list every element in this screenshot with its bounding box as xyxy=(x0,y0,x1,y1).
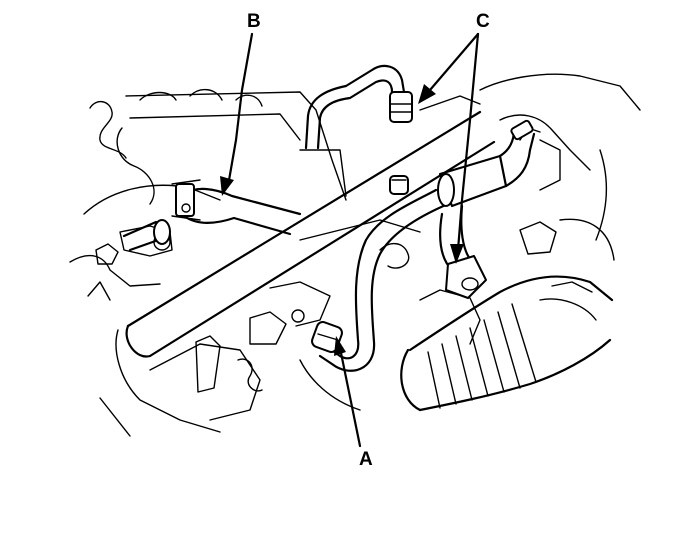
hose-connector xyxy=(437,119,536,208)
hose-c xyxy=(299,64,413,197)
callout-leaders xyxy=(220,32,480,448)
label-a: A xyxy=(359,449,373,470)
main-pipe xyxy=(125,110,496,358)
lower-fitting xyxy=(439,204,487,299)
arrow-c-bottom xyxy=(450,244,464,264)
arrow-a xyxy=(334,336,346,356)
intake-duct xyxy=(400,275,614,412)
label-b: B xyxy=(247,11,261,32)
small-fitting xyxy=(389,175,409,195)
arrow-b xyxy=(220,176,234,196)
arrow-c-top xyxy=(418,84,436,104)
hose-a xyxy=(311,188,450,372)
engine-background xyxy=(69,73,641,437)
label-c: C xyxy=(476,11,490,32)
left-nozzle xyxy=(122,219,171,252)
hose-b xyxy=(171,179,302,236)
